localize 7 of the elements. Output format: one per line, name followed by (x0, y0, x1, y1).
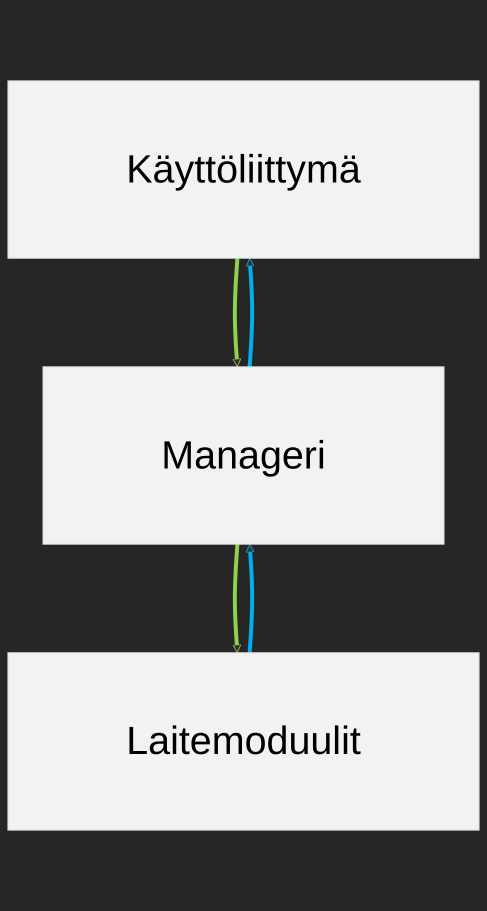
arrow (232, 258, 242, 368)
arrow (232, 544, 242, 654)
arrow (246, 258, 254, 367)
node-box: Manageri (42, 366, 445, 545)
node-box: Käyttöliittymä (7, 80, 480, 259)
node-box: Laitemoduulit (7, 652, 480, 831)
arrow (246, 544, 254, 653)
